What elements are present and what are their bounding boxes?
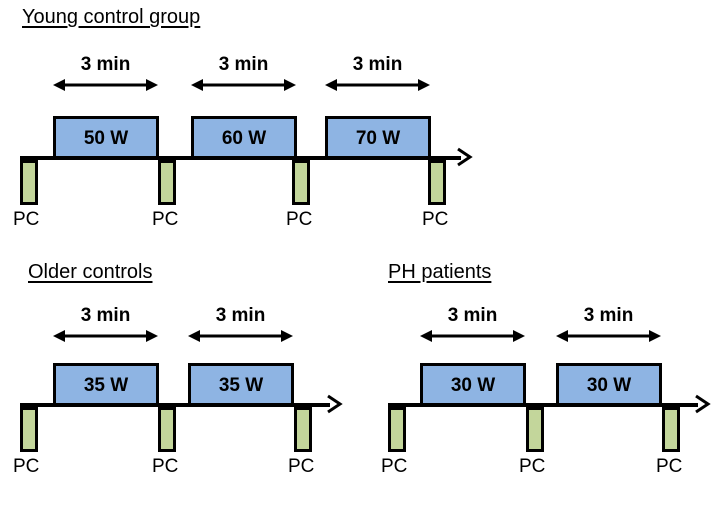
work-block-label: 35 W <box>83 374 129 396</box>
double-arrow-icon <box>325 77 430 93</box>
double-arrow-icon <box>420 328 525 344</box>
work-block-young-1: 50 W <box>53 116 159 160</box>
duration-label: 3 min <box>447 305 498 326</box>
pc-label-ph-2: PC <box>519 456 546 477</box>
double-arrow-icon <box>556 328 661 344</box>
pc-label-older-1: PC <box>13 456 40 477</box>
panel-title-ph-patients: PH patients <box>388 261 492 283</box>
duration-label: 3 min <box>215 305 266 326</box>
pc-label-ph-1: PC <box>381 456 408 477</box>
pc-marker-older-3 <box>294 407 312 452</box>
pc-label-older-3: PC <box>288 456 315 477</box>
pc-marker-young-4 <box>428 160 446 205</box>
duration-label: 3 min <box>352 54 403 75</box>
double-arrow-icon <box>188 328 293 344</box>
pc-label-young-4: PC <box>422 209 449 230</box>
panel-title-older-controls: Older controls <box>28 261 153 283</box>
work-block-label: 30 W <box>586 374 632 396</box>
duration-label: 3 min <box>80 54 131 75</box>
pc-marker-older-2 <box>158 407 176 452</box>
work-block-young-2: 60 W <box>191 116 297 160</box>
pc-marker-ph-1 <box>388 407 406 452</box>
work-block-young-3: 70 W <box>325 116 431 160</box>
work-block-label: 35 W <box>218 374 264 396</box>
pc-marker-young-3 <box>292 160 310 205</box>
pc-marker-older-1 <box>20 407 38 452</box>
pc-label-young-2: PC <box>152 209 179 230</box>
duration-label: 3 min <box>583 305 634 326</box>
pc-label-ph-3: PC <box>656 456 683 477</box>
duration-label: 3 min <box>218 54 269 75</box>
pc-label-young-3: PC <box>286 209 313 230</box>
work-block-older-1: 35 W <box>53 363 159 407</box>
panel-title-young-control-group: Young control group <box>22 6 201 28</box>
double-arrow-icon <box>53 328 158 344</box>
duration-label: 3 min <box>80 305 131 326</box>
work-block-label: 60 W <box>221 127 267 149</box>
pc-label-older-2: PC <box>152 456 179 477</box>
timeline-baseline-young <box>20 156 461 160</box>
work-block-label: 50 W <box>83 127 129 149</box>
work-block-older-2: 35 W <box>188 363 294 407</box>
work-block-ph-1: 30 W <box>420 363 526 407</box>
timeline-baseline-older <box>20 403 330 407</box>
pc-marker-ph-2 <box>526 407 544 452</box>
double-arrow-icon <box>53 77 158 93</box>
work-block-label: 30 W <box>450 374 496 396</box>
pc-label-young-1: PC <box>13 209 40 230</box>
pc-marker-ph-3 <box>662 407 680 452</box>
pc-marker-young-1 <box>20 160 38 205</box>
pc-marker-young-2 <box>158 160 176 205</box>
double-arrow-icon <box>191 77 296 93</box>
timeline-baseline-ph <box>388 403 698 407</box>
work-block-label: 70 W <box>355 127 401 149</box>
work-block-ph-2: 30 W <box>556 363 662 407</box>
